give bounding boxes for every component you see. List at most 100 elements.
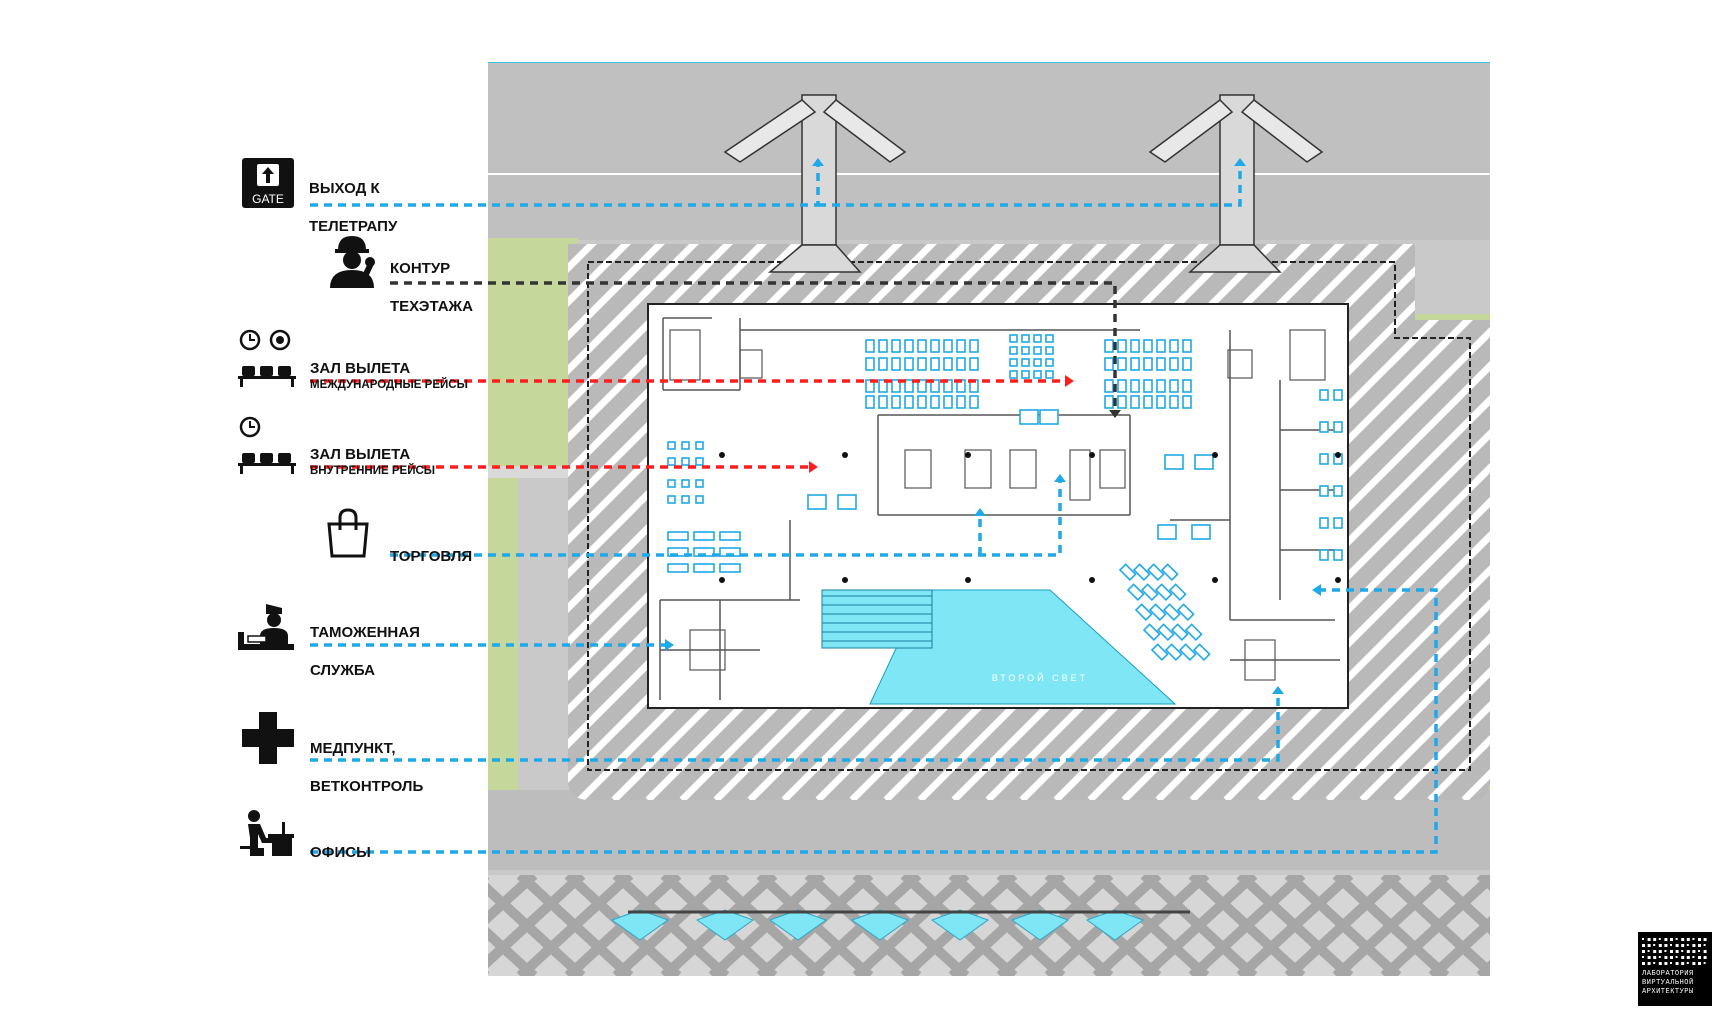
column [842, 577, 848, 583]
seat [1104, 395, 1114, 409]
logo-dot [1642, 950, 1645, 953]
flow-arrow [1272, 686, 1284, 694]
seat [865, 395, 875, 409]
column [842, 452, 848, 458]
logo-dot [1647, 956, 1651, 959]
seat [1021, 370, 1030, 379]
seat [1150, 643, 1169, 662]
hatch-line [1668, 240, 1726, 800]
logo-dot [1698, 950, 1700, 952]
hatch-line [1393, 244, 1490, 800]
seat [695, 457, 704, 466]
hatch-line [1566, 240, 1726, 800]
seat [1333, 421, 1343, 433]
seat [1333, 549, 1343, 561]
column [1212, 577, 1218, 583]
logo-dot [1658, 950, 1662, 953]
grid-line [1380, 875, 1490, 976]
flow-arrow [974, 508, 986, 516]
seat [1146, 563, 1165, 582]
column [1212, 452, 1218, 458]
logo-dot [1647, 950, 1650, 952]
lab-logo: ЛАБОРАТОРИЯ ВИРТУАЛЬНОЙ АРХИТЕКТУРЫ [1638, 932, 1712, 1006]
logo-text: ЛАБОРАТОРИЯ ВИРТУАЛЬНОЙ АРХИТЕКТУРЫ [1642, 970, 1694, 997]
logo-dot [1664, 962, 1668, 965]
seat [904, 357, 914, 371]
seat [917, 379, 927, 393]
logo-dot [1653, 956, 1657, 959]
seat [1319, 389, 1329, 401]
grid-line [136, 875, 246, 976]
seat [917, 395, 927, 409]
hatch-line [568, 244, 735, 800]
hatch-line [1257, 244, 1490, 800]
seat [667, 479, 676, 488]
grid-line [232, 875, 342, 976]
grid-line [1720, 875, 1726, 976]
grid-line [1140, 875, 1258, 976]
seat [695, 479, 704, 488]
logo-dot [1698, 938, 1701, 941]
grid-line [488, 875, 538, 925]
grid-line [1476, 960, 1490, 976]
flow-lines [310, 158, 1438, 854]
seat [865, 357, 875, 371]
seat [1104, 339, 1114, 353]
logo-dot-grid-icon [1642, 938, 1707, 965]
seat [1156, 357, 1166, 371]
seat [1117, 379, 1127, 393]
logo-dot [1698, 956, 1701, 959]
seat [956, 339, 966, 353]
seat [1143, 339, 1153, 353]
seat [943, 357, 953, 371]
seat [1184, 623, 1203, 642]
seat [956, 357, 966, 371]
gate-arrow-icon: GATE [242, 158, 294, 208]
logo-dot [1686, 962, 1689, 964]
logo-dot [1642, 962, 1645, 965]
logo-dot [1681, 962, 1685, 965]
seat [930, 395, 940, 409]
seat [1104, 357, 1114, 371]
seat [667, 441, 676, 450]
logo-dot [1675, 956, 1678, 958]
room [1289, 329, 1326, 381]
seat [1319, 421, 1329, 433]
grid-line [948, 875, 1066, 976]
logo-dot [1642, 956, 1644, 958]
room [1069, 449, 1091, 501]
legend-label-intl: ЗАЛ ВЫЛЕТА МЕЖДУНАРОДНЫЕ РЕЙСЫ [310, 340, 468, 412]
seat [1333, 517, 1343, 529]
seat [1333, 389, 1343, 401]
seat [904, 339, 914, 353]
seating [667, 334, 1343, 662]
column [1335, 452, 1341, 458]
seat [1162, 603, 1181, 622]
medical-cross-icon [242, 712, 294, 764]
column [719, 577, 725, 583]
seat [1333, 485, 1343, 497]
seat [1132, 563, 1151, 582]
logo-dot [1692, 950, 1696, 953]
seat [1117, 395, 1127, 409]
seat [1140, 583, 1159, 602]
flow-arrow [1234, 158, 1246, 166]
legend-tech-line2: ТЕХЭТАЖА [390, 298, 473, 315]
column [1089, 452, 1095, 458]
seat [1142, 623, 1161, 642]
seat [1148, 603, 1167, 622]
seat [1169, 395, 1179, 409]
seat [891, 339, 901, 353]
seat [1009, 370, 1018, 379]
seat [719, 563, 741, 573]
logo-dot [1686, 950, 1690, 953]
seat [1182, 379, 1192, 393]
grid-line [1720, 875, 1726, 976]
seat [1118, 563, 1137, 582]
legend-gate-line1: ВЫХОД К [309, 180, 380, 197]
logo-dot [1670, 956, 1673, 959]
legend-label-tech: КОНТУР ТЕХЭТАЖА [390, 240, 473, 316]
flow-arrow [1054, 474, 1066, 482]
grid-line [232, 875, 342, 976]
